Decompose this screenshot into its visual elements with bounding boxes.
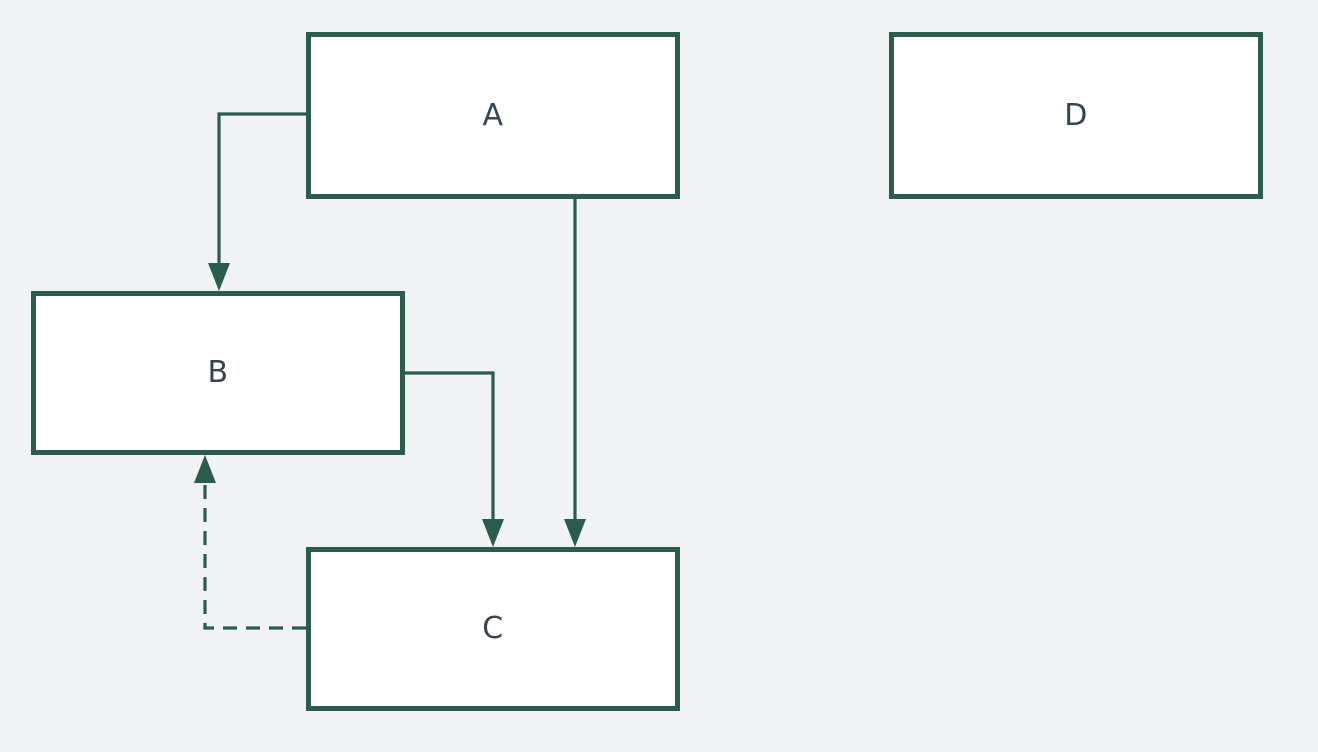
edge-b-to-c-line bbox=[405, 371, 495, 539]
node-c-label: C bbox=[482, 611, 504, 646]
edge-c-to-b[interactable] bbox=[194, 455, 306, 630]
node-b[interactable]: B bbox=[31, 291, 405, 455]
edge-a-to-c-arrowhead bbox=[564, 519, 586, 547]
edge-c-to-b-arrowhead bbox=[194, 455, 216, 483]
edge-b-to-c[interactable] bbox=[405, 371, 504, 547]
edge-a-to-b-arrowhead bbox=[208, 263, 230, 291]
node-d[interactable]: D bbox=[889, 32, 1263, 199]
edge-a-to-c[interactable] bbox=[564, 199, 586, 547]
node-d-label: D bbox=[1064, 97, 1088, 133]
node-b-label: B bbox=[207, 355, 229, 390]
edge-c-to-b-line bbox=[203, 463, 306, 630]
node-a[interactable]: A bbox=[306, 32, 680, 199]
edge-b-to-c-arrowhead bbox=[482, 519, 504, 547]
edge-a-to-b-line bbox=[217, 112, 306, 283]
node-c[interactable]: C bbox=[306, 547, 680, 711]
node-a-label: A bbox=[482, 97, 504, 133]
edge-a-to-b[interactable] bbox=[208, 112, 306, 291]
